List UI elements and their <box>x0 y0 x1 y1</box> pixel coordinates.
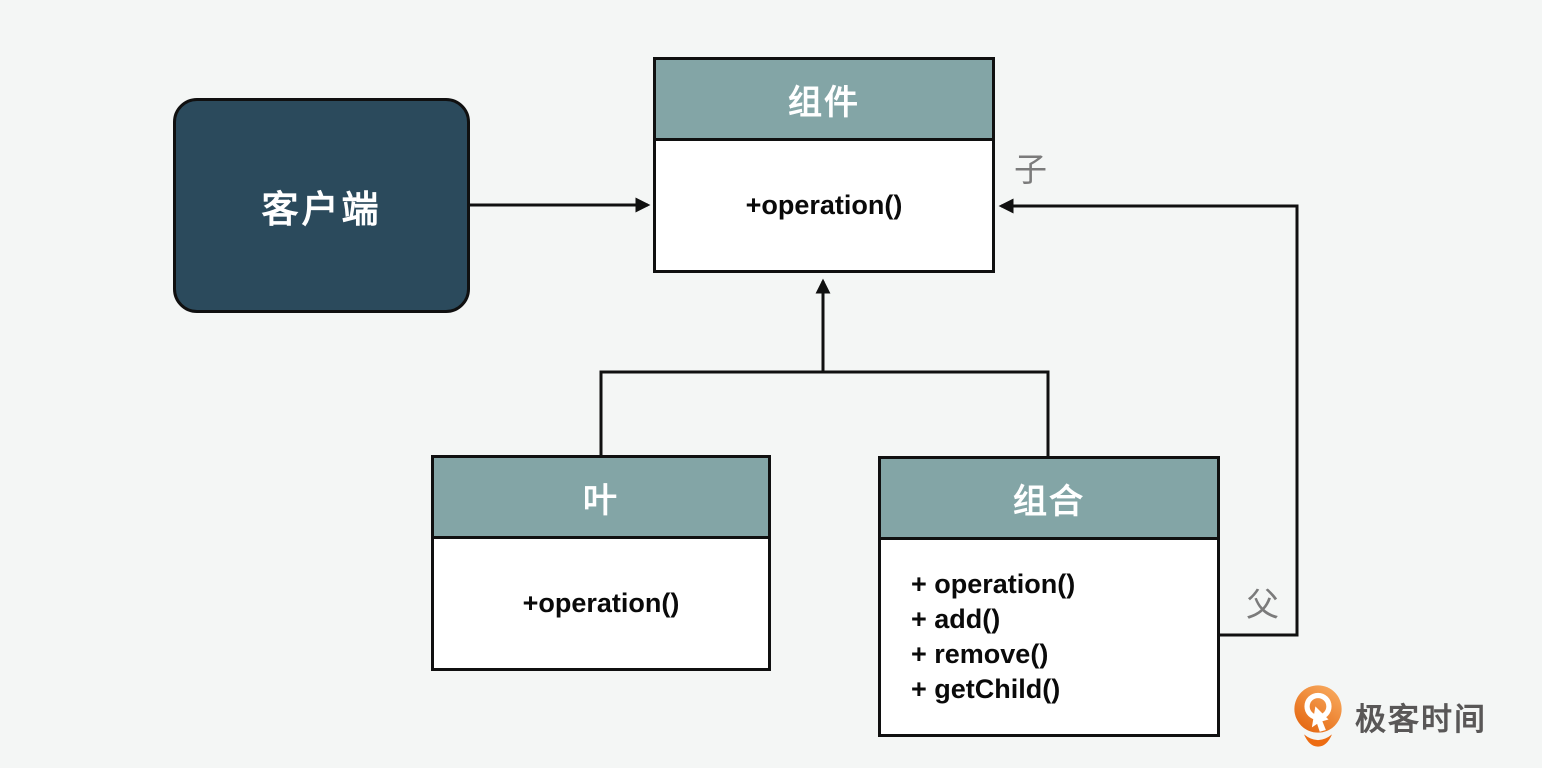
relation-label-child: 子 <box>1014 151 1047 188</box>
geektime-logo-icon <box>1294 685 1342 747</box>
relation-label-parent: 父 <box>1246 586 1279 623</box>
class-component: 组件 +operation() <box>653 57 995 273</box>
geektime-brand: 极客时间 <box>1290 684 1487 748</box>
class-composite-method-getchild: + getChild() <box>911 674 1061 704</box>
class-component-title: 组件 <box>656 60 992 141</box>
client-node-label: 客户端 <box>261 188 382 230</box>
class-component-method: +operation() <box>745 190 903 220</box>
class-composite: 组合 + operation() + add() + remove() + ge… <box>878 456 1220 737</box>
client-node: 客户端 <box>173 98 470 313</box>
class-leaf-method: +operation() <box>522 588 680 618</box>
class-composite-method-operation: + operation() <box>911 569 1076 599</box>
class-composite-method-remove: + remove() <box>911 639 1049 669</box>
edge-inheritance-bus <box>599 370 1050 457</box>
class-leaf: 叶 +operation() <box>431 455 771 671</box>
class-composite-method-add: + add() <box>911 604 1001 634</box>
geektime-logo-text: 极客时间 <box>1355 701 1487 737</box>
class-leaf-title: 叶 <box>434 458 768 539</box>
class-composite-title: 组合 <box>881 459 1217 540</box>
